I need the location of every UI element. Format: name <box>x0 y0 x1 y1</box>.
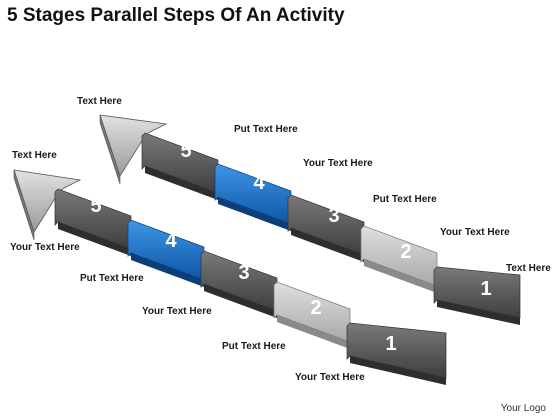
upper-step-number-2: 2 <box>400 241 411 263</box>
lower-step-number-1: 1 <box>385 333 396 355</box>
upper-segment-5: 5 <box>141 132 219 200</box>
upper-step-number-4: 4 <box>253 172 265 194</box>
lower-label-2: Put Text Here <box>222 341 286 352</box>
lower-segment-3: 3 <box>200 250 278 318</box>
lower-step-number-2: 2 <box>310 297 321 319</box>
upper-head-label: Text Here <box>77 96 122 107</box>
lower-arrowhead-side <box>13 169 35 241</box>
upper-step-number-1: 1 <box>480 278 491 300</box>
lower-head-label: Text Here <box>12 150 57 161</box>
lower-label-4: Put Text Here <box>80 273 144 284</box>
upper-label-3: Put Text Here <box>373 194 437 205</box>
upper-label-2: Your Text Here <box>440 227 510 238</box>
lower-segment-1: 1 <box>346 322 447 385</box>
upper-segment-3: 3 <box>287 194 365 262</box>
upper-step-number-3: 3 <box>328 205 339 227</box>
lower-step-number-5: 5 <box>90 195 101 217</box>
upper-label-4: Your Text Here <box>303 158 373 169</box>
lower-step-number-4: 4 <box>165 230 177 252</box>
lower-label-5: Your Text Here <box>10 242 80 253</box>
lower-label-1: Your Text Here <box>295 372 365 383</box>
upper-segment-1: 1 <box>433 266 521 325</box>
upper-step-number-5: 5 <box>180 140 191 162</box>
lower-arrow: 5 4 3 2 1 Text Here Your Text Here Put T… <box>10 150 447 385</box>
upper-label-5: Put Text Here <box>234 124 298 135</box>
logo-text: Your Logo <box>500 403 546 414</box>
upper-label-1: Text Here <box>506 263 551 274</box>
upper-arrow: 5 4 3 2 1 Text Here Put Text Here Your T… <box>77 96 551 325</box>
lower-step-number-3: 3 <box>238 262 249 284</box>
title-band <box>0 0 560 34</box>
lower-label-3: Your Text Here <box>142 306 212 317</box>
page-title: 5 Stages Parallel Steps Of An Activity <box>7 5 345 26</box>
lower-segment-2: 2 <box>273 281 351 349</box>
upper-arrowhead-side <box>99 114 121 185</box>
upper-segment-2: 2 <box>360 225 438 293</box>
upper-segment-4: 4 <box>214 163 292 231</box>
